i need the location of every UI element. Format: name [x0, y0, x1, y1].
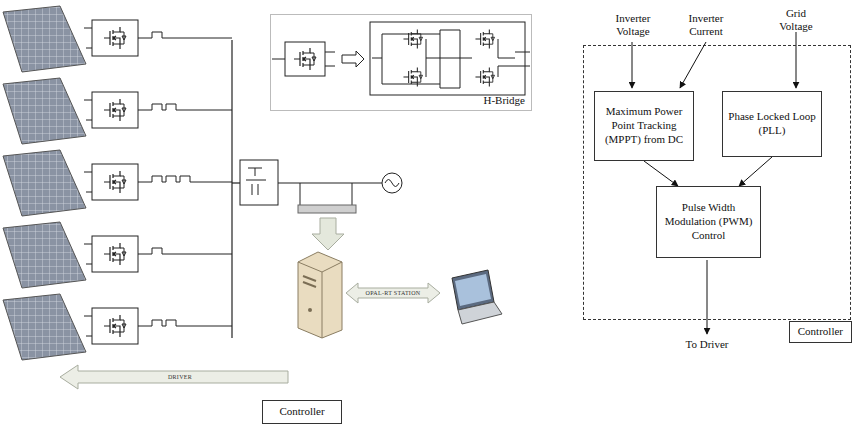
signal-label: Grid Voltage: [770, 7, 822, 33]
connector-arrow: [739, 157, 772, 186]
signal-label: Inverter Voltage: [607, 12, 659, 38]
node-text: H-Bridge: [483, 94, 525, 108]
process-box: Phase Locked Loop (PLL): [722, 91, 822, 157]
node-text: Controller: [279, 405, 324, 419]
node-text: Phase Locked Loop (PLL): [728, 110, 816, 138]
node-text: Controller: [789, 321, 852, 343]
process-box: Controller: [262, 400, 342, 424]
controller-region: ControllerMaximum Power Point Tracking (…: [583, 45, 851, 320]
signal-label: To Driver: [672, 338, 742, 351]
node-text: Pulse Width Modulation (PWM) Control: [662, 201, 755, 242]
solar-panels: [3, 6, 232, 360]
inset-panel: H-Bridge: [270, 14, 532, 111]
signal-label: Inverter Current: [680, 12, 732, 38]
process-box: Pulse Width Modulation (PWM) Control: [656, 186, 761, 258]
arrow-label: OPAL-RT STATION: [356, 290, 430, 296]
node-text: Maximum Power Point Tracking (MPPT) from…: [600, 105, 688, 146]
process-box: Maximum Power Point Tracking (MPPT) from…: [594, 91, 694, 161]
connector-arrow: [644, 161, 678, 186]
arrow-label: DRIVER: [145, 374, 215, 380]
